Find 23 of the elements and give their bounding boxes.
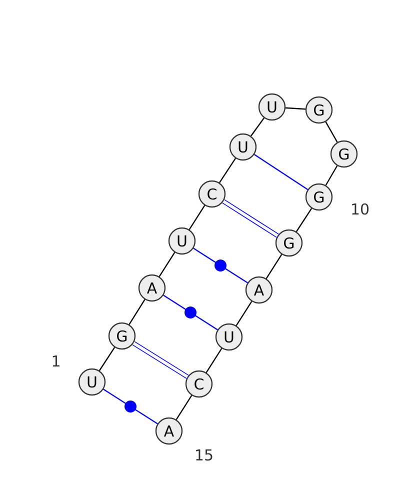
position-number: 10 <box>352 203 369 215</box>
backbone-line <box>98 347 116 371</box>
backbone-line <box>158 252 176 277</box>
backbone-line <box>325 122 338 142</box>
backbone-line <box>286 107 306 110</box>
base-pair-dot-line <box>193 248 248 284</box>
backbone-line <box>266 254 282 279</box>
backbone-line <box>128 299 146 325</box>
backbone-line <box>176 395 192 420</box>
backbone-line <box>325 165 338 186</box>
backbone-line <box>188 205 206 230</box>
backbone-line <box>250 118 264 136</box>
base-pair-line <box>254 154 308 190</box>
backbone-line <box>296 208 312 232</box>
backbone-line <box>236 301 252 326</box>
base-pair-dot-line <box>163 294 218 330</box>
base-pair-dot-line <box>103 388 158 424</box>
position-number: 15 <box>196 449 212 461</box>
position-number: 1 <box>52 356 60 366</box>
double-line <box>132 341 189 379</box>
backbone-line <box>206 348 222 373</box>
double-line <box>222 199 279 238</box>
backbone-line <box>218 158 236 183</box>
